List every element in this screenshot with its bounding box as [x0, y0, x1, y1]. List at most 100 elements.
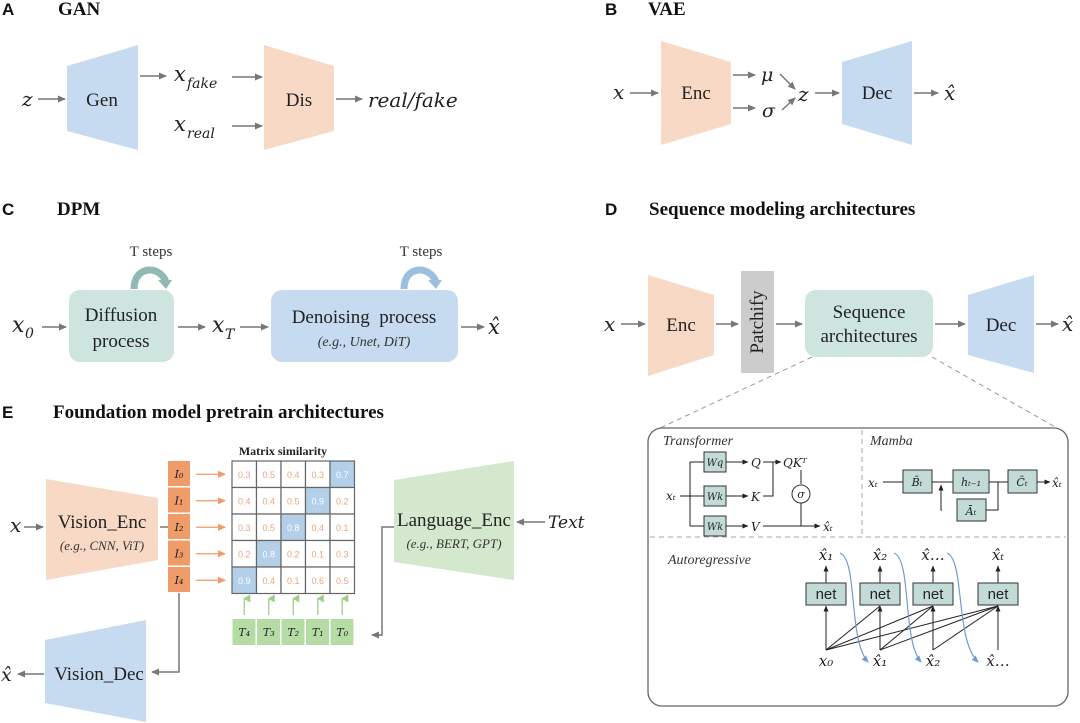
text-input: Text [548, 513, 585, 533]
matrix-cell [304, 486, 331, 515]
connector [879, 605, 934, 651]
denoising-label-line1: Denoising process [292, 307, 437, 328]
zoom-guide-line [659, 356, 813, 429]
feedback-arrow [946, 552, 979, 663]
matrix-cell [255, 486, 282, 515]
text-token [281, 619, 305, 645]
sequence-label-line1: Sequence [833, 302, 906, 323]
connector [932, 605, 999, 651]
architecture-detail-box [647, 427, 1069, 707]
matrix-cell [304, 460, 331, 489]
matrix-cell-value: 0.9 [238, 576, 251, 586]
vae-output-xhat: x̂ [944, 81, 955, 105]
matrix-cell-value: 0.3 [311, 470, 324, 480]
matrix-cell-value: 0.4 [311, 523, 324, 533]
arrow [781, 97, 796, 111]
x-fake-base: x [174, 62, 186, 86]
diffusion-process-box [69, 290, 174, 362]
decoder-label: Dec [862, 83, 893, 104]
sequence-label-line2: architectures [820, 326, 917, 347]
ar-input: x₀ [819, 652, 833, 670]
matrix-cell-value: 0.5 [262, 523, 275, 533]
matrix-cell-value: 0.9 [311, 496, 324, 506]
diffusion-steps-label: T steps [130, 244, 173, 260]
language-encoder-label: Language_Enc [397, 510, 511, 531]
image-token-label: I₁ [174, 495, 184, 508]
gan-output: real/fake [368, 88, 458, 112]
a-label: Āₜ [965, 505, 977, 518]
qk-label: QKᵀ [783, 456, 808, 470]
text-token-label: T₄ [238, 626, 250, 639]
matrix-cell-value: 0.8 [287, 523, 300, 533]
matrix-cell [280, 566, 307, 595]
matrix-cell [231, 460, 258, 489]
autoregressive-diagram: Autoregressive x̂₁netx₀x̂₂netx̂₁x̂…netx̂… [667, 546, 1019, 670]
matrix-cell-value: 0.4 [262, 576, 275, 586]
matrix-cell-value: 0.3 [238, 470, 251, 480]
text-token [330, 619, 354, 645]
language-to-tokens-connector [371, 526, 394, 639]
net-block [859, 582, 901, 606]
transformer-diagram: Transformer xₜ Wq Wk Wk Q K V QKᵀ σ x̂ₜ [663, 434, 833, 537]
matrix-cell-value: 0.1 [311, 549, 324, 559]
vision-encoder-examples: (e.g., CNN, ViT) [60, 538, 144, 553]
sigma-symbol: σ [762, 100, 776, 122]
text-token [257, 619, 280, 645]
encoder-label: Enc [681, 83, 711, 104]
matrix-cell [280, 539, 307, 568]
panel-letter: B [605, 0, 617, 19]
matrix-cell-value: 0.7 [336, 470, 349, 480]
xT-base: x [212, 313, 225, 338]
matrix-cell-value: 0.4 [238, 496, 251, 506]
matrix-cell-value: 0.3 [238, 523, 251, 533]
decoder-label: Dec [986, 315, 1017, 336]
vision-decoder-label: Vision_Dec [54, 664, 144, 685]
autoregressive-title: Autoregressive [667, 553, 751, 568]
discriminator-label: Dis [286, 90, 312, 111]
matrix-cell-value: 0.1 [287, 576, 300, 586]
panel-title: DPM [57, 199, 100, 220]
connector [825, 605, 999, 651]
matrix-cell [231, 513, 258, 542]
mamba-diagram: Mamba xₜ B̄ₜ hₜ₋₁ Āₜ C̄ₜ x̂ₜ [868, 434, 1062, 522]
mamba-input: xₜ [868, 476, 878, 490]
net-label: net [988, 586, 1010, 603]
net-block [805, 582, 847, 606]
zoom-guide-line [931, 356, 1058, 429]
matrix-cell-value: 0.4 [287, 470, 300, 480]
latent-z: z [797, 82, 809, 106]
text-token-label: T₀ [336, 626, 348, 639]
tokens-to-decoder-connector [151, 593, 180, 676]
decoder-block [968, 275, 1034, 373]
image-token [168, 487, 190, 513]
vision-encoder-block [46, 479, 158, 580]
encoder-block [661, 41, 731, 145]
panel-a-gan: A GAN z Gen x fake x real Dis real/fake [2, 0, 458, 150]
language-encoder-block [394, 461, 514, 580]
patchify-block [741, 271, 774, 373]
q-label: Q [751, 456, 761, 470]
loop-arrow-head [428, 280, 442, 289]
panel-e-foundation: E Foundation model pretrain architecture… [1, 402, 585, 722]
matrix-cell [304, 566, 331, 595]
diffusion-label-line1: Diffusion [85, 305, 158, 326]
text-token-label: T₃ [263, 626, 275, 639]
ar-output: x̂… [921, 546, 944, 564]
discriminator-block [264, 45, 334, 150]
panel-letter: D [605, 200, 617, 219]
connector [680, 461, 704, 527]
net-label: net [816, 586, 838, 603]
matrix-cell [231, 566, 258, 595]
vision-output-xhat: x̂ [1, 664, 12, 686]
wv-label: Wk [707, 522, 723, 533]
h-label: hₜ₋₁ [961, 476, 981, 489]
matrix-title: Matrix similarity [239, 444, 327, 458]
generator-label: Gen [86, 90, 118, 111]
ar-output: x̂ₜ [992, 546, 1004, 564]
x-fake-sub: fake [186, 76, 217, 92]
seq-output-xhat: x̂ [1062, 312, 1073, 336]
connector [879, 605, 999, 651]
panel-title: Foundation model pretrain architectures [53, 402, 384, 423]
